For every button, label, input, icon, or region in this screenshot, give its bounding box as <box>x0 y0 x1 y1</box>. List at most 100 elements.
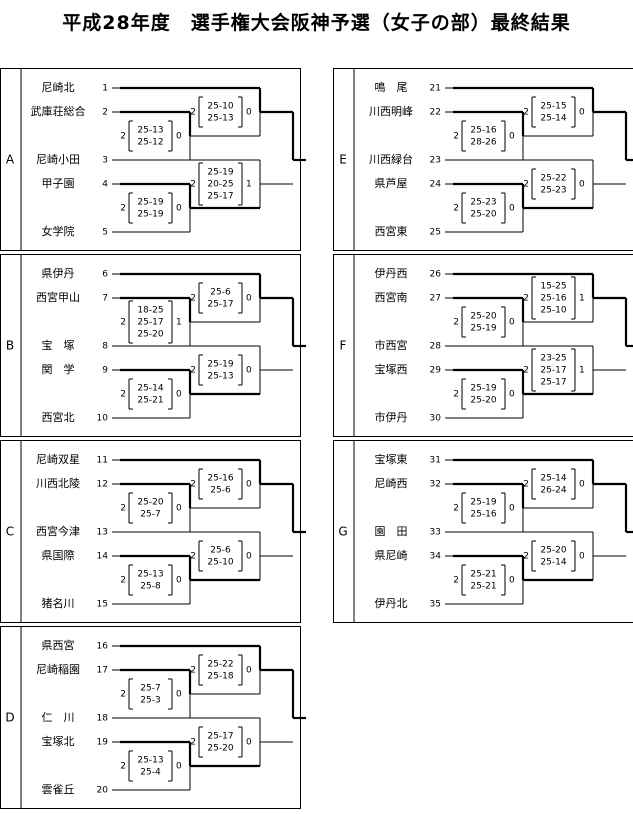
set-score: 25-3 <box>140 696 160 706</box>
team-name: 関 学 <box>42 362 75 376</box>
match-score-loser: 0 <box>176 576 182 586</box>
set-score: 25-21 <box>470 582 496 592</box>
team-name: 尼崎北 <box>42 80 75 94</box>
team-name: 仁 川 <box>42 711 75 724</box>
match-score-winner: 2 <box>190 480 196 490</box>
match-score-winner: 2 <box>453 390 459 400</box>
match-score-winner: 2 <box>523 180 529 190</box>
set-score: 25-20 <box>470 312 496 322</box>
match-score-loser: 0 <box>509 132 515 142</box>
team-name: 西宮甲山 <box>36 290 80 304</box>
match-score-winner: 2 <box>120 132 126 142</box>
team-name: 県芦屋 <box>375 177 408 190</box>
team-name: 女学院 <box>42 224 75 238</box>
match-score-loser: 0 <box>176 204 182 214</box>
set-score: 25-18 <box>207 672 233 682</box>
team-seed: 14 <box>97 552 109 562</box>
team-name: 市伊丹 <box>375 410 408 424</box>
match-score-winner: 2 <box>120 318 126 328</box>
team-seed: 13 <box>97 528 108 538</box>
match-score-loser: 0 <box>246 480 252 490</box>
set-score: 25-20 <box>207 744 233 754</box>
team-seed: 2 <box>102 108 108 118</box>
team-seed: 18 <box>97 714 109 724</box>
match-score-winner: 2 <box>190 180 196 190</box>
set-score: 25-20 <box>137 498 163 508</box>
match-score-loser: 1 <box>246 180 252 190</box>
team-name: 宝 塚 <box>42 338 75 352</box>
team-name: 尼崎小田 <box>36 152 80 166</box>
team-seed: 16 <box>97 642 109 652</box>
block-letter: D <box>5 711 14 725</box>
match-score-loser: 1 <box>579 294 585 304</box>
match-score-loser: 0 <box>246 108 252 118</box>
set-score: 20-25 <box>207 180 233 190</box>
team-name: 県伊丹 <box>42 267 75 280</box>
set-score: 25-10 <box>207 558 233 568</box>
set-score: 25-23 <box>470 198 496 208</box>
block-letter: E <box>339 153 347 167</box>
team-name: 県尼崎 <box>375 548 408 562</box>
set-score: 23-25 <box>540 354 566 364</box>
set-score: 25-19 <box>207 360 233 370</box>
match-score-winner: 2 <box>120 576 126 586</box>
match-score-loser: 0 <box>176 132 182 142</box>
set-score: 25-13 <box>207 372 233 382</box>
team-name: 武庫荘総合 <box>31 104 86 118</box>
match-score-loser: 0 <box>509 576 515 586</box>
match-score-winner: 2 <box>453 504 459 514</box>
set-score: 28-26 <box>470 138 496 148</box>
match-score-loser: 0 <box>176 762 182 772</box>
team-seed: 19 <box>97 738 109 748</box>
set-score: 25-23 <box>540 186 566 196</box>
match-score-loser: 0 <box>246 738 252 748</box>
set-score: 25-19 <box>137 210 163 220</box>
team-name: 川西緑台 <box>369 152 413 166</box>
match-score-winner: 2 <box>523 552 529 562</box>
match-score-loser: 0 <box>176 690 182 700</box>
match-score-winner: 2 <box>523 294 529 304</box>
set-score: 25-19 <box>470 384 496 394</box>
set-score: 25-6 <box>210 288 231 298</box>
match-score-winner: 2 <box>190 552 196 562</box>
team-seed: 25 <box>430 228 441 238</box>
team-seed: 10 <box>97 414 109 424</box>
match-score-winner: 2 <box>120 204 126 214</box>
team-name: 伊丹西 <box>375 267 408 280</box>
team-seed: 4 <box>102 180 108 190</box>
team-seed: 5 <box>102 228 108 238</box>
team-seed: 34 <box>430 552 442 562</box>
set-score: 25-6 <box>210 546 231 556</box>
team-seed: 11 <box>97 456 108 466</box>
team-name: 尼崎双星 <box>36 452 80 466</box>
page-title: 平成28年度 選手権大会阪神予選（女子の部）最終結果 <box>62 12 571 34</box>
team-seed: 6 <box>102 270 108 280</box>
team-seed: 31 <box>430 456 441 466</box>
team-name: 園 田 <box>375 525 408 538</box>
team-name: 宝塚西 <box>375 362 408 376</box>
set-score: 15-25 <box>540 282 566 292</box>
team-name: 市西宮 <box>375 338 408 352</box>
set-score: 25-20 <box>470 396 496 406</box>
set-score: 25-21 <box>137 396 163 406</box>
team-seed: 24 <box>430 180 442 190</box>
block-frame <box>333 68 633 251</box>
set-score: 25-13 <box>137 570 163 580</box>
match-score-winner: 2 <box>120 690 126 700</box>
set-score: 25-19 <box>137 198 163 208</box>
set-score: 25-10 <box>207 102 233 112</box>
team-seed: 22 <box>430 108 441 118</box>
team-seed: 23 <box>430 156 441 166</box>
set-score: 25-17 <box>207 192 233 202</box>
team-name: 県国際 <box>42 549 75 562</box>
match-score-winner: 2 <box>190 738 196 748</box>
team-seed: 27 <box>430 294 441 304</box>
match-score-loser: 0 <box>509 318 515 328</box>
block-letter: C <box>6 525 14 539</box>
block-letter: G <box>338 525 347 539</box>
match-score-loser: 0 <box>509 204 515 214</box>
set-score: 18-25 <box>137 306 163 316</box>
set-score: 25-16 <box>207 474 233 484</box>
set-score: 25-20 <box>470 210 496 220</box>
match-score-winner: 2 <box>453 204 459 214</box>
